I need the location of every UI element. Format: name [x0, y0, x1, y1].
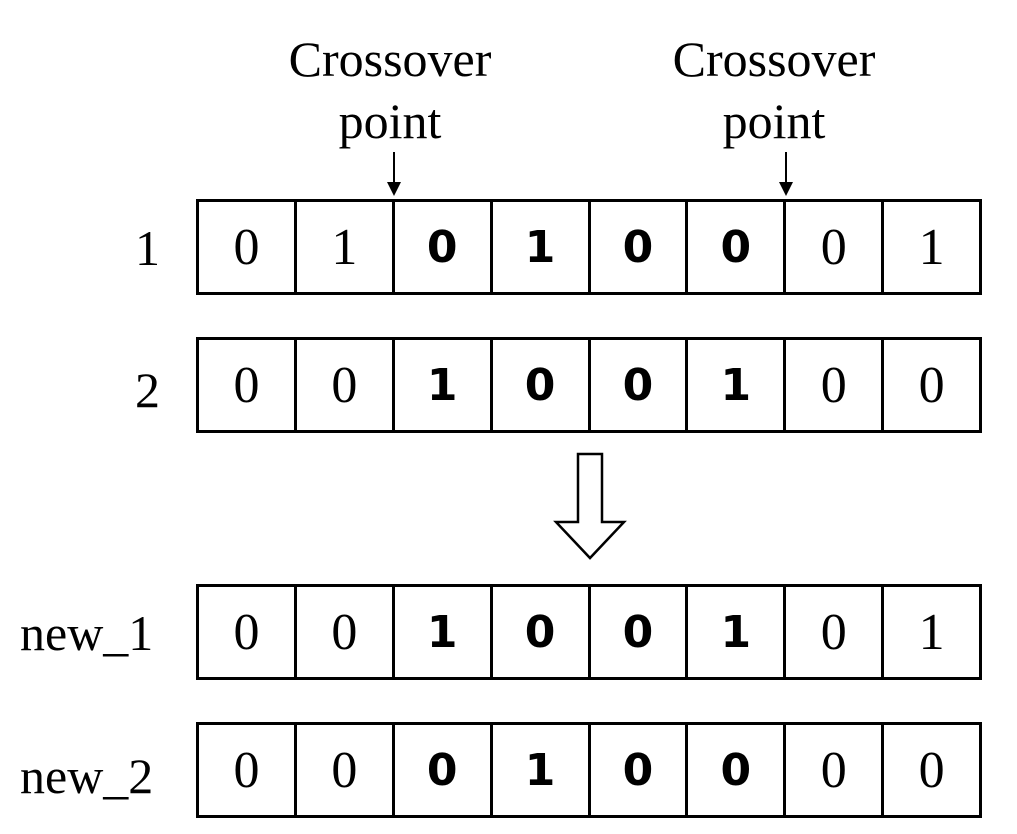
parent-2-chromosome: 0 0 1 0 0 1 0 0: [196, 337, 982, 433]
gene-cell-crossover: 1: [688, 340, 787, 430]
gene-cell-crossover: 1: [493, 202, 591, 292]
gene-cell-crossover: 0: [688, 725, 787, 815]
gene-cell: 0: [297, 725, 395, 815]
gene-cell-crossover: 0: [395, 202, 493, 292]
gene-cell: 0: [786, 202, 885, 292]
parent-1-chromosome: 0 1 0 1 0 0 0 1: [196, 199, 982, 295]
offspring-1-label: new_1: [20, 605, 154, 661]
gene-cell-crossover: 0: [395, 725, 493, 815]
gene-cell: 0: [199, 202, 297, 292]
gene-cell: 0: [786, 587, 885, 677]
gene-cell-crossover: 0: [493, 340, 591, 430]
gene-cell-crossover: 1: [493, 725, 591, 815]
parent-1-label: 1: [135, 220, 160, 276]
gene-cell-crossover: 1: [395, 340, 493, 430]
gene-cell: 0: [199, 587, 297, 677]
offspring-2-label: new_2: [20, 748, 154, 804]
gene-cell-crossover: 0: [591, 725, 689, 815]
gene-cell-crossover: 0: [493, 587, 591, 677]
gene-cell-crossover: 0: [688, 202, 787, 292]
gene-cell: 0: [199, 725, 297, 815]
gene-cell: 0: [918, 741, 945, 799]
crossover-label-line2: point: [338, 93, 442, 149]
offspring-2-chromosome: 0 0 0 1 0 0 0 0: [196, 722, 982, 818]
gene-cell: 0: [297, 587, 395, 677]
offspring-1-chromosome: 0 0 1 0 0 1 0 1: [196, 584, 982, 680]
gene-cell: 0: [199, 340, 297, 430]
crossover-point-label-1: Crossover point: [260, 28, 520, 152]
gene-cell: 1: [918, 218, 945, 276]
gene-cell: 0: [786, 340, 885, 430]
crossover-arrow-2: [779, 152, 793, 196]
gene-cell-crossover: 1: [395, 587, 493, 677]
crossover-arrow-1: [387, 152, 401, 196]
gene-cell: 0: [297, 340, 395, 430]
crossover-label-line2: point: [722, 93, 826, 149]
crossover-label-line1: Crossover: [672, 31, 876, 87]
crossover-label-line1: Crossover: [288, 31, 492, 87]
crossover-point-label-2: Crossover point: [644, 28, 904, 152]
gene-cell: 0: [786, 725, 885, 815]
parent-2-label: 2: [135, 362, 160, 418]
gene-cell: 1: [297, 202, 395, 292]
gene-cell: 0: [918, 356, 945, 414]
gene-cell-crossover: 0: [591, 587, 689, 677]
gene-cell-crossover: 0: [591, 202, 689, 292]
gene-cell-crossover: 1: [688, 587, 787, 677]
gene-cell-crossover: 0: [591, 340, 689, 430]
gene-cell: 1: [918, 603, 945, 661]
down-arrow-icon: [553, 452, 627, 560]
